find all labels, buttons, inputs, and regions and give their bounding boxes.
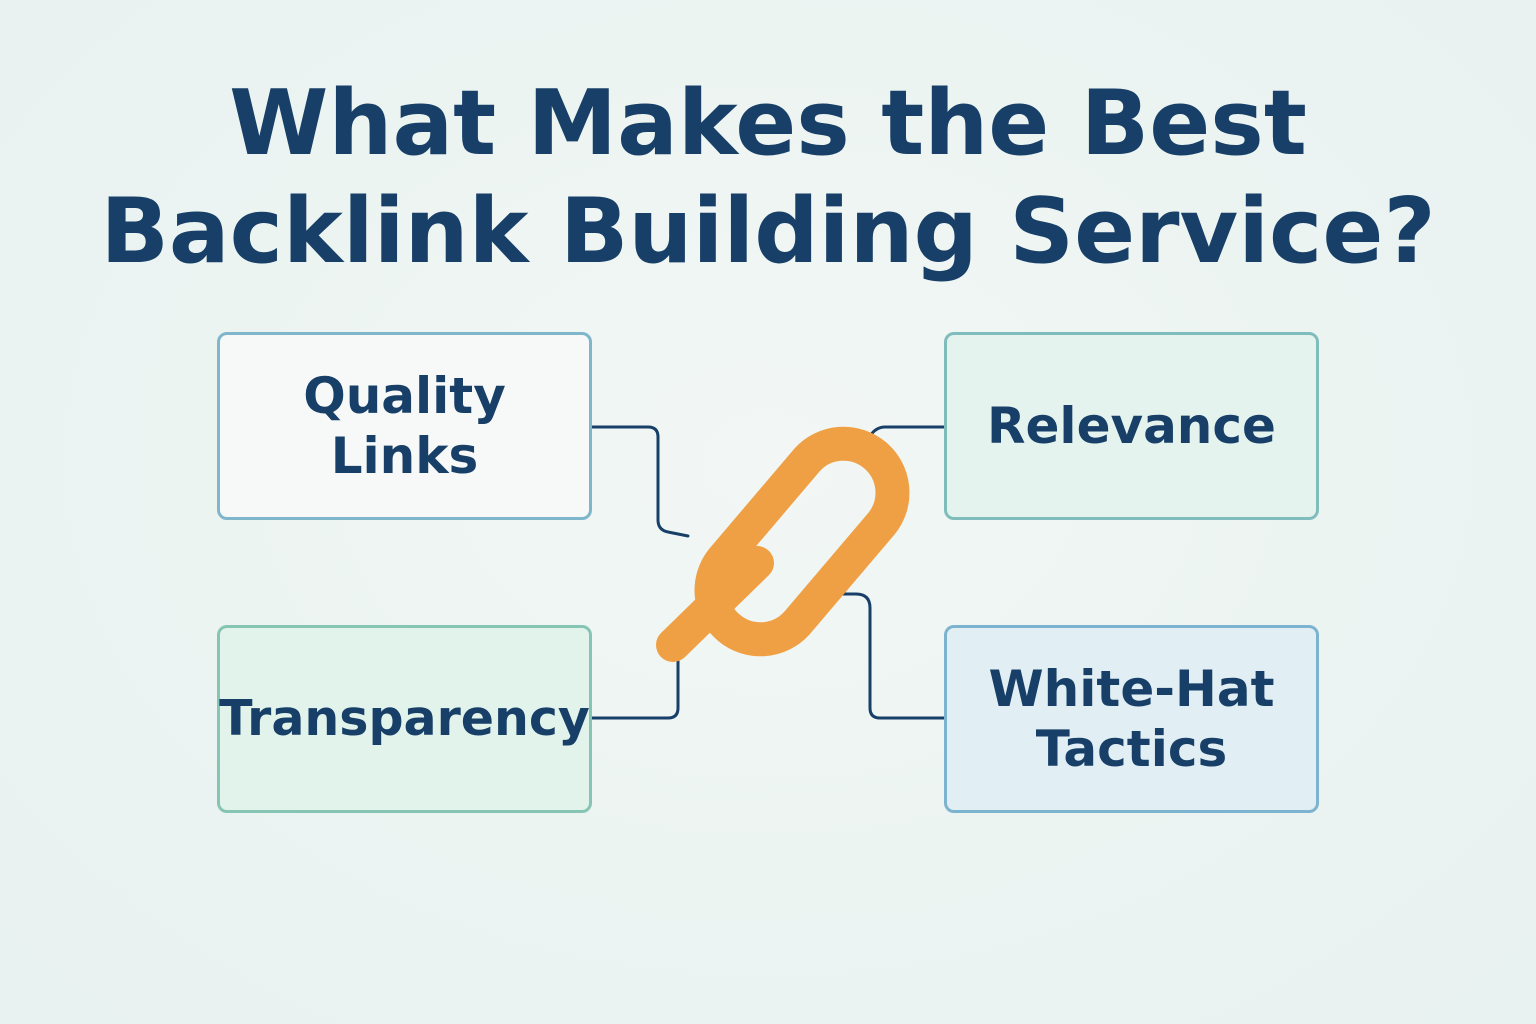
box-transparency-label: Transparency bbox=[219, 690, 590, 747]
diagram-title: What Makes the Best Backlink Building Se… bbox=[0, 70, 1536, 286]
title-line-1: What Makes the Best bbox=[229, 71, 1307, 176]
title-line-2: Backlink Building Service? bbox=[100, 179, 1436, 284]
link-loop-icon bbox=[694, 426, 910, 657]
connector-relevance bbox=[868, 425, 946, 438]
box-quality-links: Quality Links bbox=[217, 332, 592, 520]
box-quality-line-1: Quality bbox=[303, 367, 506, 425]
box-quality-line-2: Links bbox=[330, 427, 479, 485]
link-chain-icon bbox=[656, 426, 910, 662]
box-whitehat-line-1: White-Hat bbox=[988, 660, 1275, 718]
box-white-hat-tactics: White-Hat Tactics bbox=[944, 625, 1319, 813]
connector-transparency bbox=[590, 653, 680, 720]
box-whitehat-line-2: Tactics bbox=[1035, 720, 1228, 778]
box-transparency: Transparency bbox=[217, 625, 592, 813]
box-relevance-label: Relevance bbox=[987, 397, 1276, 455]
connector-whitehat bbox=[840, 592, 946, 720]
box-relevance: Relevance bbox=[944, 332, 1319, 520]
connector-quality bbox=[590, 425, 690, 538]
link-bar-icon bbox=[656, 546, 774, 662]
